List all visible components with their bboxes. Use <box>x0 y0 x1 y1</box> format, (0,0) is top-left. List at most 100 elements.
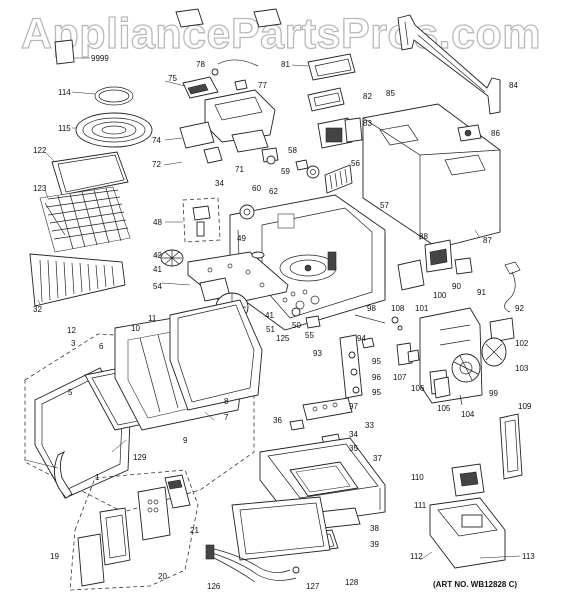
callout-42: 42 <box>153 251 162 260</box>
callout-97: 97 <box>349 402 358 411</box>
callout-101: 101 <box>415 304 429 313</box>
callout-59: 59 <box>281 167 290 176</box>
handle-part-33-36 <box>289 397 353 431</box>
small-parts-49-60 <box>239 155 276 259</box>
callout-58: 58 <box>288 146 297 155</box>
callout-128: 128 <box>345 578 359 587</box>
callout-19: 19 <box>50 552 59 561</box>
callout-10: 10 <box>131 324 140 333</box>
latch-parts-94-97 <box>339 334 375 399</box>
callout-21: 21 <box>190 526 199 535</box>
callout-1: 1 <box>95 473 100 482</box>
callout-81: 81 <box>281 60 290 69</box>
callout-114: 114 <box>58 88 71 97</box>
callout-98: 98 <box>367 304 376 313</box>
door-assembly <box>24 299 263 513</box>
callout-125: 125 <box>276 334 290 343</box>
callout-72: 72 <box>152 160 161 169</box>
callout-41a: 41 <box>153 265 162 274</box>
mounting-brackets-81-82 <box>291 53 356 112</box>
electrical-components-top <box>163 59 279 166</box>
callout-54: 54 <box>153 282 162 291</box>
art-number: (ART NO. WB12828 C) <box>433 580 517 589</box>
base-plate-54 <box>161 251 289 306</box>
glass-turntable-tray <box>72 112 153 148</box>
callout-49: 49 <box>237 234 246 243</box>
callout-9: 9 <box>183 436 188 445</box>
callout-12: 12 <box>67 326 76 335</box>
callout-105: 105 <box>437 404 451 413</box>
callout-109: 109 <box>518 402 532 411</box>
outer-case <box>362 103 501 249</box>
callout-11: 11 <box>148 314 157 323</box>
callout-35: 35 <box>349 444 358 453</box>
callout-93: 93 <box>313 349 322 358</box>
callout-3: 3 <box>71 339 76 348</box>
callout-90: 90 <box>452 282 461 291</box>
wire-parts-98-108 <box>354 314 403 331</box>
parts-104-105 <box>433 376 463 406</box>
callout-122: 122 <box>33 146 47 155</box>
relay-board-110-112 <box>419 463 521 569</box>
callout-33: 33 <box>365 421 374 430</box>
callout-99: 99 <box>489 389 498 398</box>
callout-34b: 34 <box>349 430 358 439</box>
vent-grille <box>29 253 126 307</box>
fan-102-103 <box>481 317 515 367</box>
callout-94: 94 <box>357 334 366 343</box>
callout-85: 85 <box>386 89 395 98</box>
callout-91: 91 <box>477 288 486 297</box>
callout-92: 92 <box>515 304 524 313</box>
callout-48: 48 <box>153 218 162 227</box>
callout-labels: 9999 114 115 122 123 32 78 77 75 74 72 7… <box>33 54 535 591</box>
turntable-roller-ring <box>71 86 134 106</box>
callout-38: 38 <box>370 524 379 533</box>
label-card-part <box>54 39 90 65</box>
callout-51: 51 <box>266 325 275 334</box>
callout-95b: 95 <box>372 388 381 397</box>
callout-106: 106 <box>411 384 425 393</box>
grease-filter-grid <box>39 186 131 253</box>
top-filter-parts <box>175 8 282 28</box>
callout-57: 57 <box>380 201 389 210</box>
callout-129: 129 <box>133 453 147 462</box>
callout-37: 37 <box>373 454 382 463</box>
callout-87: 87 <box>483 236 492 245</box>
callout-62: 62 <box>269 187 278 196</box>
callout-36: 36 <box>273 416 282 425</box>
callout-82: 82 <box>363 92 372 101</box>
callout-32: 32 <box>33 305 42 314</box>
callout-88: 88 <box>419 232 428 241</box>
callout-39: 39 <box>370 540 379 549</box>
callout-55: 55 <box>305 331 314 340</box>
callout-127: 127 <box>306 582 320 591</box>
oven-cavity-chassis <box>229 194 386 331</box>
callout-78: 78 <box>196 60 205 69</box>
fan-motor-83 <box>317 117 363 149</box>
bottom-plate-37 <box>259 437 386 526</box>
rollers-55-50 <box>282 289 321 329</box>
callout-108: 108 <box>391 304 405 313</box>
callout-41b: 41 <box>265 311 274 320</box>
mounting-plate-84 <box>397 14 501 115</box>
callout-112: 112 <box>410 552 423 561</box>
callout-123: 123 <box>33 184 47 193</box>
fan-blade-42 <box>155 249 184 267</box>
callout-75: 75 <box>168 74 177 83</box>
callout-110: 110 <box>411 473 424 482</box>
turntable-motor-48 <box>165 197 221 243</box>
magnetron-88 <box>397 239 473 291</box>
callout-83: 83 <box>363 119 372 128</box>
callout-103: 103 <box>515 364 529 373</box>
callout-8: 8 <box>224 397 229 406</box>
callout-34a: 34 <box>215 179 224 188</box>
callout-95a: 95 <box>372 357 381 366</box>
stirrer-parts <box>295 159 320 179</box>
callout-113: 113 <box>522 552 535 561</box>
switches-106-107 <box>396 342 420 366</box>
callout-115: 115 <box>58 124 71 133</box>
callout-84: 84 <box>509 81 518 90</box>
callout-5: 5 <box>68 388 73 397</box>
callout-56: 56 <box>351 159 360 168</box>
